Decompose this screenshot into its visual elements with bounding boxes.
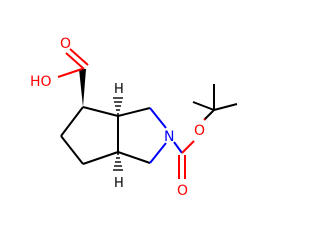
atom-label-carbamate-ester-oxygen: O	[194, 123, 205, 139]
atom-label-acid-carbonyl-oxygen: O	[60, 36, 71, 52]
ring-bond-c3a-c4	[82, 106, 119, 117]
atom-label-stereo-hydrogen-top: H	[114, 82, 124, 97]
atom-label-ring-nitrogen: N	[164, 129, 174, 145]
atom-label-hydroxyl: HO	[30, 74, 52, 90]
ring-bond-c5-c6	[60, 135, 84, 165]
molecule-structure: HO O N O O H H	[30, 36, 238, 199]
atom-label-carbamate-carbonyl-oxygen: O	[177, 183, 188, 199]
wedge-bond-c4-carboxyl	[79, 69, 86, 107]
ring-bond-c4-c5	[60, 106, 84, 137]
tbutyl-methyl-left	[192, 101, 215, 111]
tbutyl-methyl-right	[213, 103, 238, 111]
carboxyl-double-bond-outer	[65, 52, 85, 70]
tbutyl-bond-o-carbon	[204, 109, 215, 120]
atom-label-stereo-hydrogen-bottom: H	[114, 176, 124, 191]
ring-bond-c1-n	[149, 142, 167, 164]
ring-bond-c3-n	[149, 107, 167, 129]
bond-n-carbamate-carbon	[173, 141, 183, 154]
carboxyl-double-bond-inner	[69, 48, 89, 66]
ring-bond-c1-c6a	[117, 151, 151, 164]
ring-bond-c6-c6a	[82, 151, 119, 165]
carbamate-bond-c-o	[181, 140, 195, 154]
ring-bond-c3a-c3	[117, 107, 151, 117]
carboxyl-bond-c-oh	[57, 68, 83, 78]
